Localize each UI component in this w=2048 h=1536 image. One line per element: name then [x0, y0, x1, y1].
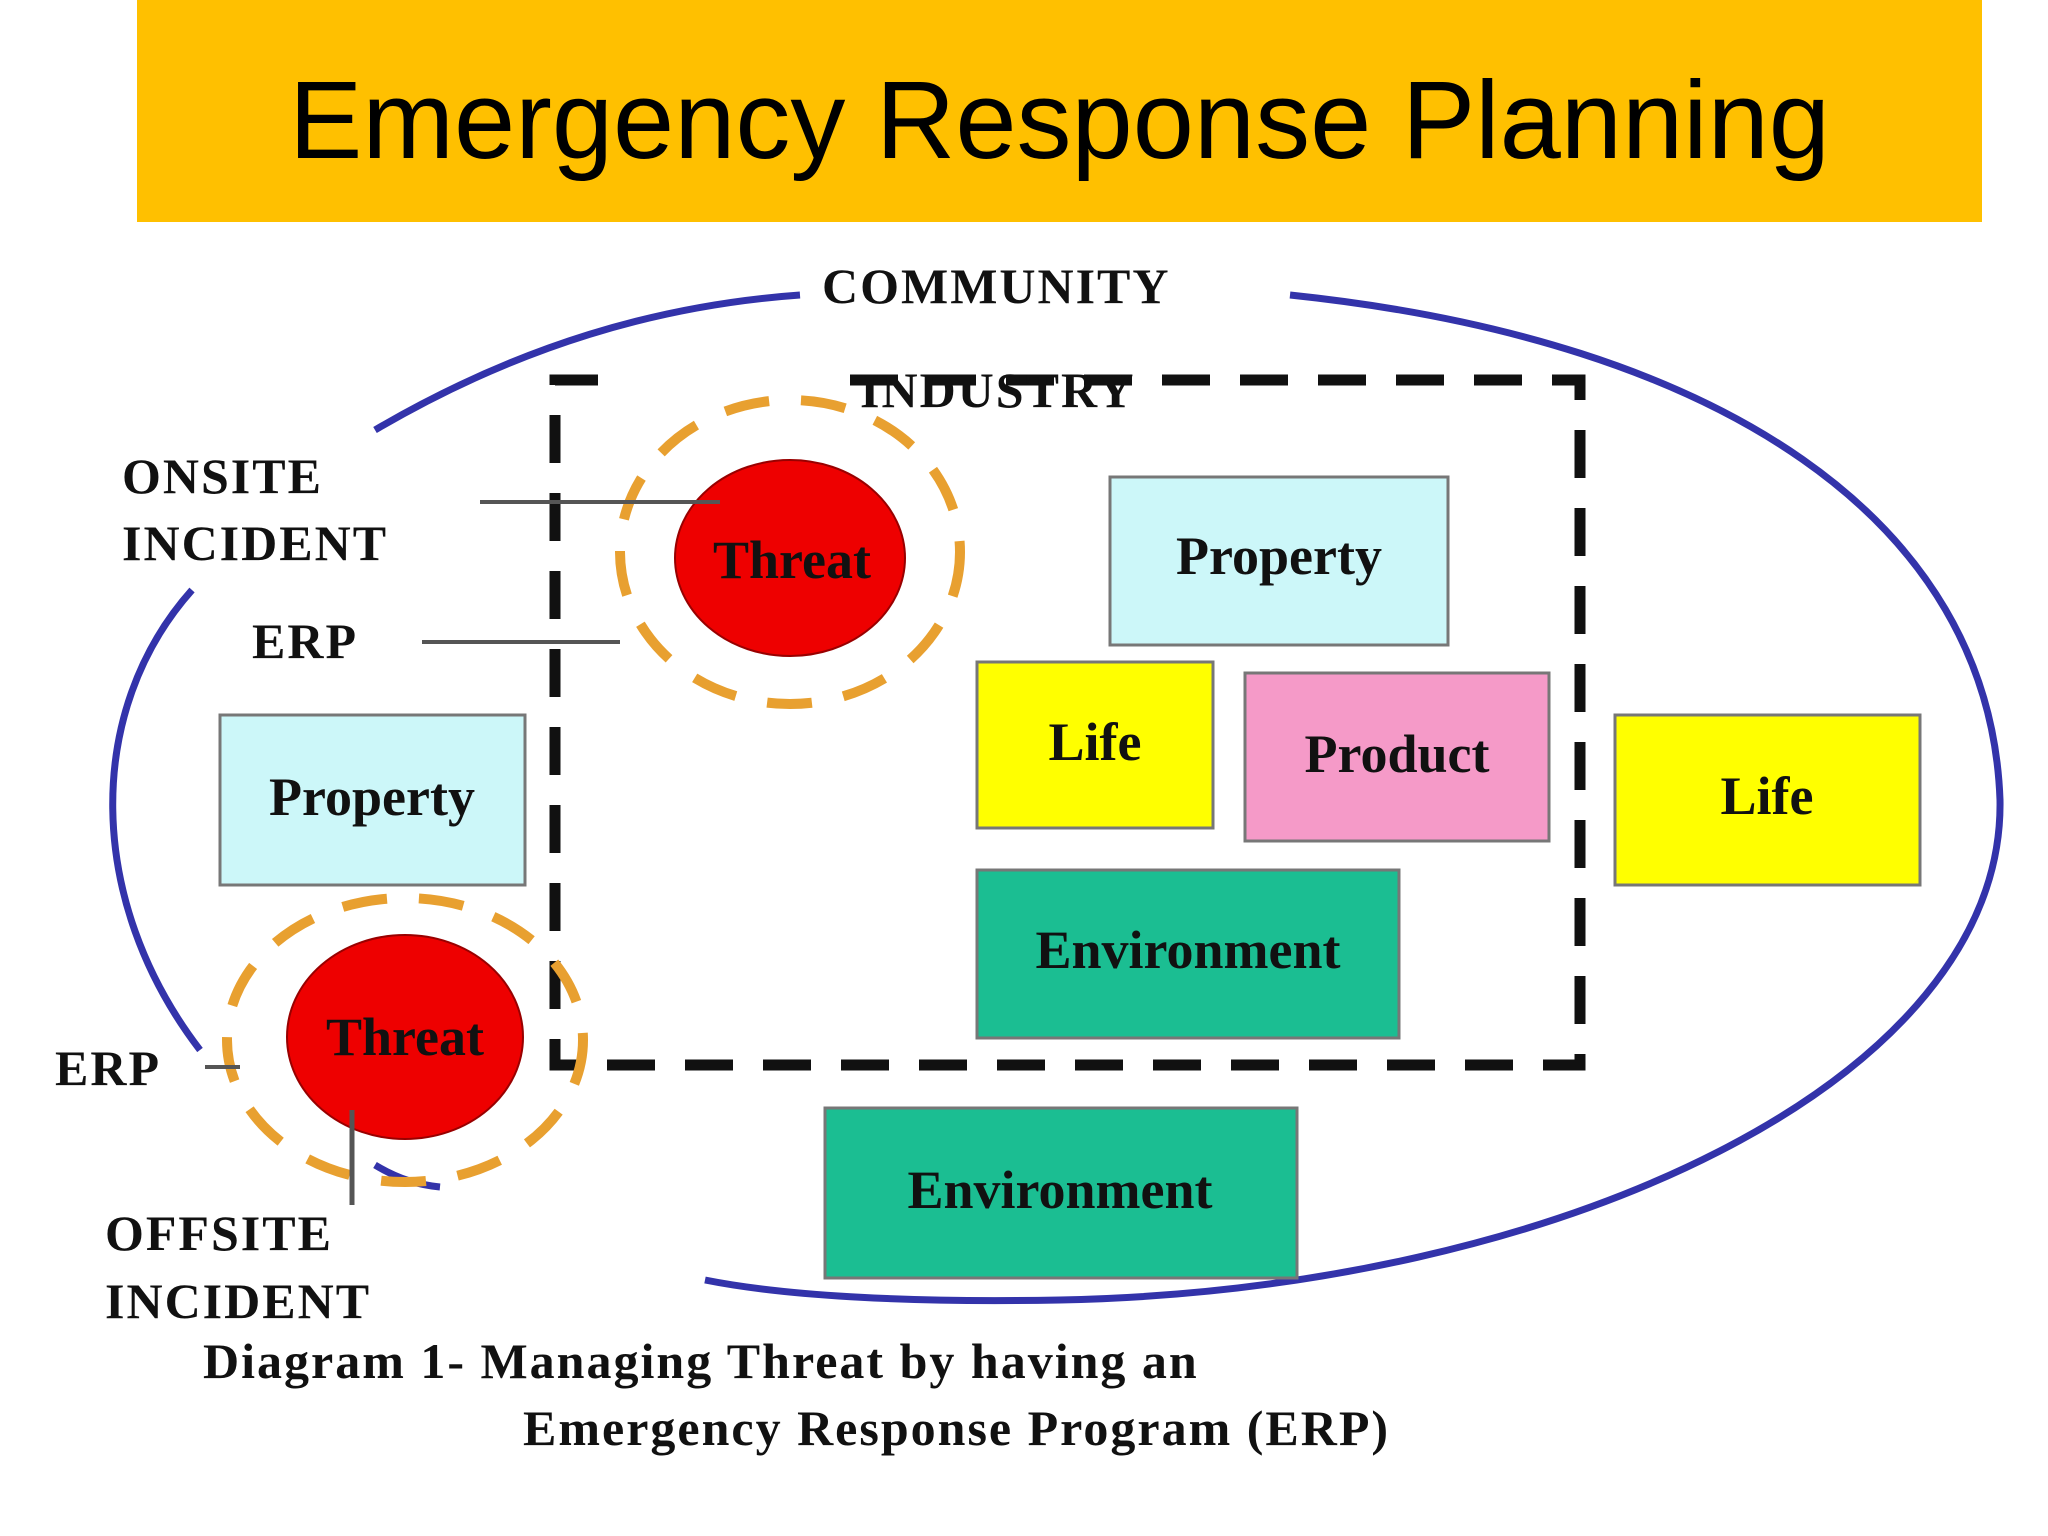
- box-environment-community-label: Environment: [907, 1160, 1212, 1220]
- community-ellipse-left: [109, 587, 203, 1053]
- erp-ring-onsite: [615, 395, 965, 709]
- box-environment-industry-label: Environment: [1035, 920, 1340, 980]
- diagram-caption-line2: Emergency Response Program (ERP): [523, 1400, 1390, 1456]
- box-property-industry: Property: [1108, 475, 1450, 647]
- community-ellipse-top: [373, 291, 801, 434]
- threat-offsite-circle: [286, 934, 524, 1140]
- page-title: Emergency Response Planning: [289, 59, 1830, 182]
- threat-offsite-label: Threat: [326, 1007, 484, 1067]
- box-property-community: Property: [218, 713, 527, 887]
- offsite-incident-label-line1: OFFSITE: [105, 1205, 333, 1261]
- threat-onsite-label: Threat: [713, 530, 871, 590]
- box-life-community-label: Life: [1721, 766, 1814, 826]
- community-label: COMMUNITY: [822, 258, 1171, 314]
- community-ellipse-right: [704, 291, 2004, 1305]
- box-environment-community: Environment: [823, 1106, 1299, 1280]
- box-property-industry-label: Property: [1176, 526, 1382, 586]
- onsite-incident-label-line1: ONSITE: [122, 448, 323, 504]
- box-property-community-label: Property: [269, 767, 475, 827]
- title-bar: Emergency Response Planning: [137, 0, 1982, 222]
- box-life-industry: Life: [975, 660, 1215, 830]
- box-life-industry-label: Life: [1049, 712, 1142, 772]
- box-product-industry-label: Product: [1305, 724, 1490, 784]
- industry-boundary: [549, 374, 1586, 1071]
- industry-label: INDUSTRY: [860, 362, 1135, 418]
- erp-offsite-label: ERP: [55, 1040, 161, 1096]
- onsite-incident-label-line2: INCIDENT: [122, 515, 388, 571]
- threat-onsite-circle: [674, 459, 906, 657]
- erp-onsite-label: ERP: [252, 613, 358, 669]
- diagram-caption-line1: Diagram 1- Managing Threat by having an: [203, 1333, 1199, 1389]
- offsite-incident-label-line2: INCIDENT: [105, 1273, 371, 1329]
- erp-ring-offsite: [222, 893, 588, 1187]
- box-environment-industry: Environment: [975, 868, 1401, 1040]
- box-life-community: Life: [1613, 713, 1922, 887]
- box-product-industry: Product: [1243, 671, 1551, 843]
